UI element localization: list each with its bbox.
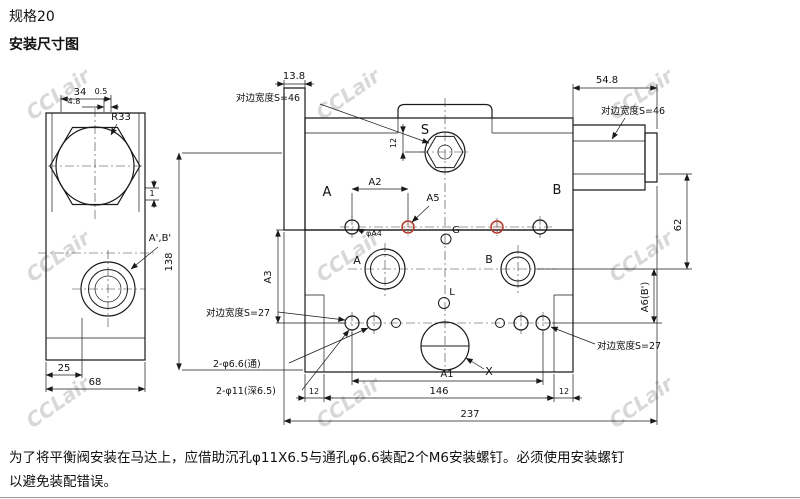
dim-a2: A2 bbox=[368, 177, 381, 188]
ports-label: A',B' bbox=[149, 233, 171, 244]
radius-label: R33 bbox=[111, 112, 131, 123]
label-phi-a4: φA4 bbox=[366, 229, 382, 238]
port-b-outer bbox=[500, 251, 536, 287]
port-b-label: B bbox=[485, 253, 493, 266]
label-l: L bbox=[449, 287, 455, 298]
zone-b-label: B bbox=[553, 183, 562, 198]
mount-hole-6 bbox=[535, 315, 551, 331]
dim-4-8: 4.8 bbox=[68, 97, 81, 106]
hole-top-right bbox=[532, 219, 548, 235]
hole-a4 bbox=[344, 219, 360, 235]
dim-a6: A6(B') bbox=[640, 282, 651, 313]
side-view: 34 4.8 0.5 R33 1 A',B' 25 68 bbox=[38, 87, 303, 392]
footer-note: 为了将平衡阀安装在马达上，应借助沉孔φ11X6.5与通孔φ6.6装配2个M6安装… bbox=[9, 446, 793, 495]
hole-a5-right bbox=[490, 220, 504, 234]
watermark: CCLair bbox=[604, 371, 678, 433]
watermark: CCLair bbox=[311, 63, 385, 125]
flats-46-left: 对边宽度S=46 bbox=[236, 92, 300, 104]
drill-through-label: 2-φ6.6(通) bbox=[213, 359, 261, 370]
watermark: CCLair bbox=[311, 371, 385, 433]
footer-line-2: 以避免装配错误。 bbox=[9, 474, 117, 491]
dim-a1: A1 bbox=[440, 369, 453, 380]
dim-0-5: 0.5 bbox=[95, 87, 108, 96]
drill-counterbore-label: 2-φ11(深6.5) bbox=[216, 386, 276, 397]
dim-237: 237 bbox=[460, 409, 479, 420]
mount-hole-2 bbox=[366, 315, 382, 331]
watermark: CCLair bbox=[21, 371, 95, 433]
watermark: CCLair bbox=[21, 225, 95, 287]
label-x: X bbox=[485, 365, 493, 378]
bottom-rule bbox=[0, 497, 800, 498]
dim-12-top: 12 bbox=[389, 138, 398, 148]
label-s: S bbox=[421, 123, 429, 138]
dim-25: 25 bbox=[58, 363, 71, 374]
mount-hole-5 bbox=[513, 315, 529, 331]
dim-68: 68 bbox=[89, 377, 102, 388]
flats-27-right: 对边宽度S=27 bbox=[597, 340, 661, 352]
dim-54-8: 54.8 bbox=[596, 75, 618, 86]
main-view: 13.8 对边宽度S=46 S 12 54.8 对边宽度S=46 62 bbox=[206, 71, 692, 425]
mount-hole-1 bbox=[344, 315, 360, 331]
flats-27-left: 对边宽度S=27 bbox=[206, 307, 270, 319]
label-a5: A5 bbox=[426, 193, 439, 204]
mount-hole-4 bbox=[495, 318, 505, 328]
dim-13-8: 13.8 bbox=[283, 71, 305, 82]
dim-146: 146 bbox=[429, 386, 448, 397]
port-b-inner bbox=[505, 256, 531, 282]
dim-34: 34 bbox=[74, 87, 87, 98]
dim-a3: A3 bbox=[263, 270, 274, 283]
dim-62: 62 bbox=[673, 219, 684, 232]
port-a-label: A bbox=[353, 254, 361, 267]
port-a-inner bbox=[370, 254, 400, 284]
spec-label: 规格20 bbox=[9, 9, 55, 25]
dim-12-left: 12 bbox=[309, 387, 319, 396]
dim-138: 138 bbox=[164, 252, 175, 271]
technical-drawing: CCLair CCLair CCLair CCLair CCLair CCLai… bbox=[21, 63, 692, 433]
watermark: CCLair bbox=[604, 225, 678, 287]
footer-line-1: 为了将平衡阀安装在马达上，应借助沉孔φ11X6.5与通孔φ6.6装配2个M6安装… bbox=[9, 450, 625, 466]
zone-a-label: A bbox=[323, 185, 332, 200]
mount-hole-3 bbox=[391, 318, 401, 328]
dim-1: 1 bbox=[149, 189, 154, 198]
label-g: G bbox=[452, 225, 460, 236]
hole-l bbox=[438, 297, 450, 309]
flats-46-right: 对边宽度S=46 bbox=[601, 105, 665, 117]
port-a-outer bbox=[364, 248, 406, 290]
dim-12-right: 12 bbox=[559, 387, 569, 396]
hole-a5-left bbox=[401, 220, 415, 234]
page-title: 安装尺寸图 bbox=[9, 37, 79, 53]
hole-g bbox=[440, 233, 452, 245]
